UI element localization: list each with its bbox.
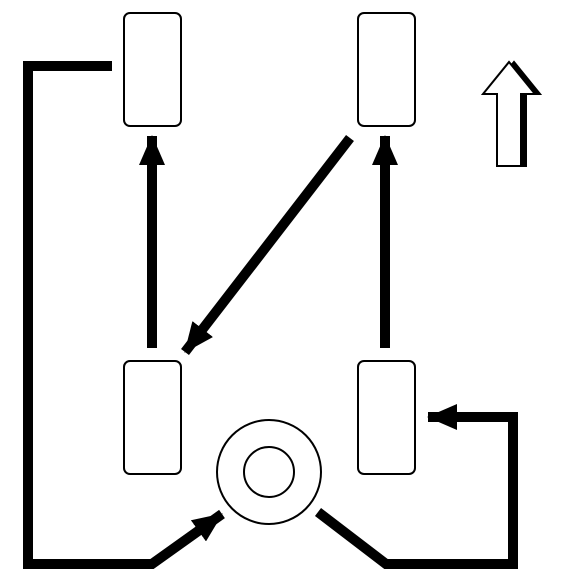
tire-right-rear	[357, 360, 416, 475]
tire-spare	[216, 419, 322, 525]
arrow-left-front-to-spare	[23, 61, 225, 569]
spare-inner-ring	[243, 446, 295, 498]
tire-left-rear	[123, 360, 182, 475]
tire-left-front	[123, 12, 182, 127]
front-up-arrow-icon	[480, 60, 543, 167]
arrow-right-front-to-left-rear	[181, 134, 354, 356]
arrow-spare-to-right-rear	[314, 404, 518, 569]
tire-right-front	[357, 12, 416, 127]
